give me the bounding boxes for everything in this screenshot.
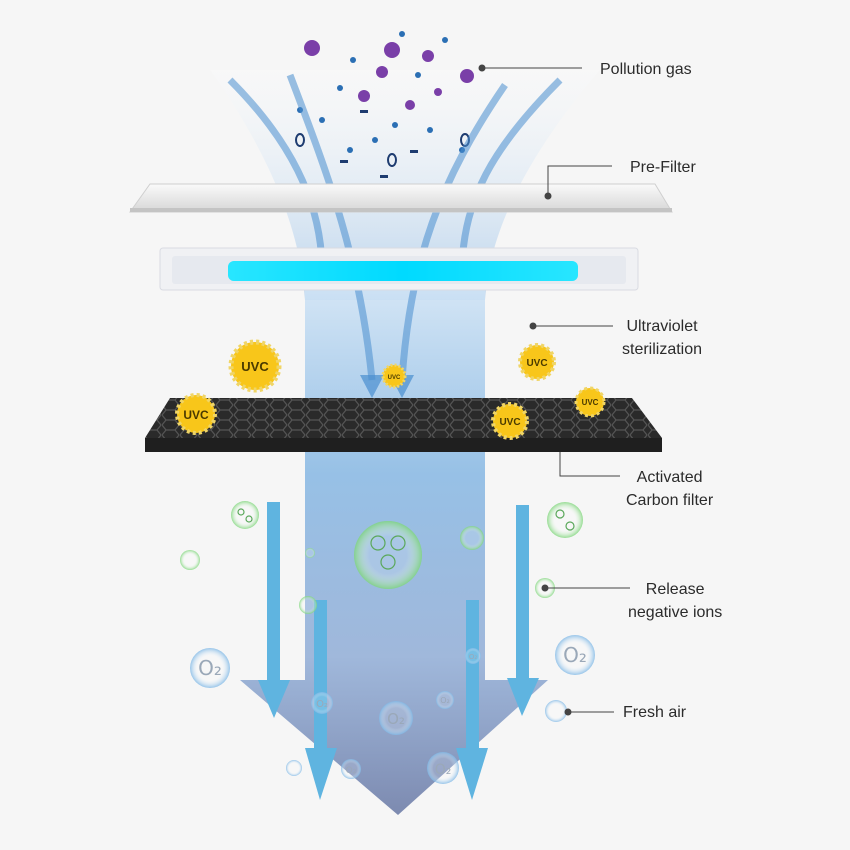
label-pre-filter: Pre-Filter: [630, 159, 696, 176]
svg-text:O₂: O₂: [563, 643, 587, 667]
label-release-negative-ions: Release negative ions: [628, 581, 723, 621]
uvc-badge-center: UVC: [381, 363, 407, 389]
inflow-arrows: [227, 73, 563, 381]
label-ultraviolet-sterilization: Ultraviolet sterilization: [622, 318, 703, 358]
label-activated-carbon-filter: Activated Carbon filter: [626, 469, 714, 509]
svg-text:UVC: UVC: [582, 398, 599, 407]
negative-ion-bubbles: [180, 501, 583, 614]
uvc-badge-large: UVC: [228, 339, 282, 393]
uvc-badges: UVC UVC UVC UVC UVC UVC: [175, 339, 606, 440]
svg-text:O₂: O₂: [440, 696, 450, 705]
activated-carbon-filter: [145, 398, 662, 452]
label-pollution-gas: Pollution gas: [600, 61, 692, 78]
uvc-badge-right-mid: UVC: [491, 402, 529, 440]
svg-text:UVC: UVC: [499, 417, 520, 428]
callout-lines: [478, 64, 630, 716]
svg-text:UVC: UVC: [526, 358, 547, 369]
uvc-badge-right-top: UVC: [518, 343, 556, 381]
svg-text:O₂: O₂: [316, 699, 328, 710]
pre-filter-plate: [129, 183, 673, 213]
svg-text:O₂: O₂: [435, 762, 452, 778]
uvc-badge-left: UVC: [175, 393, 217, 435]
svg-text:UVC: UVC: [388, 375, 401, 381]
oxygen-bubbles: O₂ O₂ O₂ O₂ O₂ O₂ O₂ O₂: [190, 635, 595, 784]
uv-lamp: [159, 247, 639, 291]
svg-text:O₂: O₂: [469, 653, 478, 661]
svg-text:O₂: O₂: [387, 710, 405, 728]
svg-text:UVC: UVC: [183, 408, 209, 422]
svg-text:O₂: O₂: [198, 656, 222, 680]
svg-text:O₂: O₂: [346, 766, 357, 776]
uvc-badge-right-edge: UVC: [574, 386, 606, 418]
label-fresh-air: Fresh air: [623, 704, 687, 721]
uvc-badge-text: UVC: [241, 359, 269, 374]
